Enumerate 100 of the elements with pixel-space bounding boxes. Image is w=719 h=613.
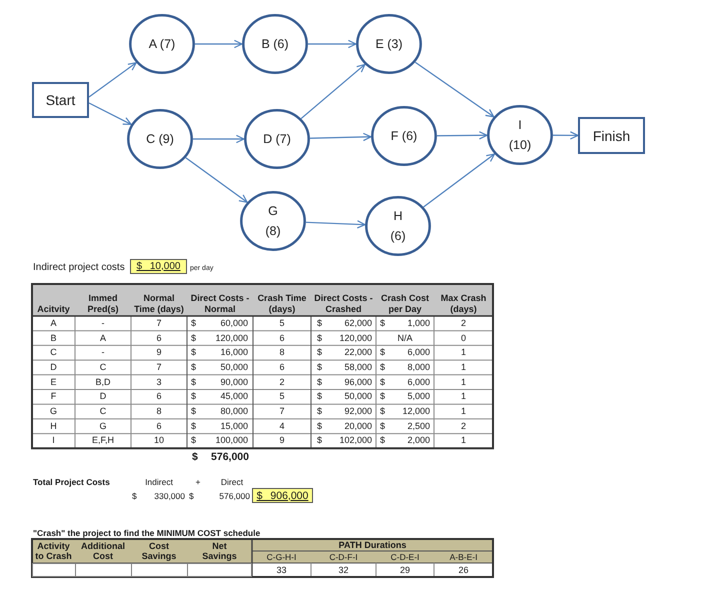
normal-time-value: 7 xyxy=(156,362,162,373)
activity-circle xyxy=(242,14,308,74)
activity-letter: E xyxy=(50,376,56,388)
arrow xyxy=(88,102,132,125)
column-header: Immed Pred(s) xyxy=(86,293,120,314)
predecessor-list: D xyxy=(100,391,106,402)
arrow xyxy=(88,62,137,98)
column-header: Activity to Crash xyxy=(34,540,73,562)
currency-symbol: $ xyxy=(380,362,386,373)
normal-cost-value: 100,000 xyxy=(215,435,248,446)
column-header: Normal Time (days) xyxy=(133,293,185,314)
path-name: A-B-E-I xyxy=(450,552,478,562)
currency-symbol: $ xyxy=(191,376,196,388)
arrow xyxy=(185,157,248,203)
normal-time-value: 9 xyxy=(156,347,162,358)
arrow xyxy=(437,131,488,140)
max-crash-value: 1 xyxy=(460,406,466,418)
crash-cost-per-day: 8,000 xyxy=(407,362,430,373)
activity-letter: H xyxy=(50,420,57,432)
path-duration: 26 xyxy=(458,564,468,576)
currency-symbol: $ xyxy=(191,391,196,402)
path-name: C-G-H-I xyxy=(266,552,296,562)
plus-sign: + xyxy=(196,476,200,486)
activity-letter: I xyxy=(52,435,55,446)
predecessor-list: C xyxy=(100,406,106,418)
normal-cost-value: 60,000 xyxy=(220,318,248,329)
node-label: H (6) xyxy=(389,208,407,245)
normal-time-value: 10 xyxy=(154,435,164,446)
path-name: C-D-E-I xyxy=(390,552,420,562)
column-header: Max Crash (days) xyxy=(440,293,488,314)
normal-cost-value: 120,000 xyxy=(215,332,248,344)
predecessor-list: C xyxy=(100,362,106,373)
normal-cost-value: 15,000 xyxy=(220,420,248,432)
arrow xyxy=(423,153,496,208)
path-duration: 32 xyxy=(338,564,348,576)
node-label: F (6) xyxy=(390,128,418,145)
crash-time-value: 6 xyxy=(279,362,284,373)
currency-symbol: $ xyxy=(317,391,322,402)
node-label: A (7) xyxy=(148,36,176,53)
arrow xyxy=(414,62,494,118)
activity-circle xyxy=(244,109,310,169)
max-crash-value: 2 xyxy=(460,318,466,329)
normal-cost-value: 80,000 xyxy=(220,406,248,418)
column-caption: Indirect xyxy=(145,476,173,486)
normal-time-value: 3 xyxy=(156,376,162,388)
node-label: G (8) xyxy=(264,203,282,240)
node-label: I (10) xyxy=(508,117,532,154)
crashed-cost-value: 120,000 xyxy=(339,332,372,344)
predecessor-list: B,D xyxy=(95,376,110,388)
node-label: Start xyxy=(46,92,76,108)
not-applicable-value: N/A xyxy=(397,332,412,344)
crashed-cost-value: 102,000 xyxy=(339,435,372,446)
max-crash-value: 1 xyxy=(460,362,466,373)
node-label: Finish xyxy=(592,128,630,144)
crash-cost-per-day: 1,000 xyxy=(407,318,430,329)
activity-circle xyxy=(127,109,193,169)
activity-letter: A xyxy=(50,318,56,329)
currency-symbol: $ xyxy=(380,347,386,358)
crashed-cost-value: 22,000 xyxy=(344,347,372,358)
cost-caption: Indirect project costs xyxy=(33,262,125,274)
predecessor-list: E,F,H xyxy=(92,435,114,446)
normal-cost-value: 16,000 xyxy=(220,347,248,358)
predecessor-list: - xyxy=(102,347,104,358)
column-header: Additional Cost xyxy=(80,540,126,562)
activity-letter: B xyxy=(50,332,56,344)
normal-cost-value: 90,000 xyxy=(220,376,248,388)
currency-symbol: $ xyxy=(317,376,322,388)
crash-time-value: 7 xyxy=(279,406,284,418)
crashed-cost-value: 92,000 xyxy=(344,406,372,418)
normal-time-value: 6 xyxy=(156,391,162,402)
currency-symbol: $ xyxy=(191,362,196,373)
crash-time-value: 6 xyxy=(279,332,284,344)
currency-symbol: $ xyxy=(317,318,322,329)
path-duration: 33 xyxy=(276,564,286,576)
currency-symbol: $ xyxy=(380,420,386,432)
currency-symbol: $ xyxy=(191,406,196,418)
arrow xyxy=(308,40,357,48)
arrow xyxy=(300,64,366,119)
column-header: Cost Savings xyxy=(140,540,178,562)
normal-time-value: 6 xyxy=(156,332,162,344)
currency-symbol: $ xyxy=(380,435,386,446)
direct-total-value: 576,000 xyxy=(219,491,250,501)
currency-symbol: $ xyxy=(380,406,386,418)
activity-circle xyxy=(371,106,437,166)
activity-circle xyxy=(240,191,306,251)
crashed-cost-value: 50,000 xyxy=(344,391,372,402)
column-header: Direct Costs - Normal xyxy=(190,293,250,314)
predecessor-list: G xyxy=(99,420,106,432)
activity-letter: C xyxy=(50,347,57,358)
activity-circle xyxy=(365,196,431,256)
currency-symbol: $ xyxy=(317,362,322,373)
normal-time-value: 7 xyxy=(156,318,162,329)
crashed-cost-value: 58,000 xyxy=(344,362,372,373)
normal-time-value: 8 xyxy=(156,406,162,418)
table-title: "Crash" the project to find the MINIMUM COST schedule xyxy=(33,528,260,538)
crashed-cost-value: 20,000 xyxy=(344,420,372,432)
crashed-cost-value: 96,000 xyxy=(344,376,372,388)
column-header: Crash Cost per Day xyxy=(380,293,430,314)
group-header: PATH Durations xyxy=(338,540,406,550)
currency-symbol: $ xyxy=(189,491,194,501)
